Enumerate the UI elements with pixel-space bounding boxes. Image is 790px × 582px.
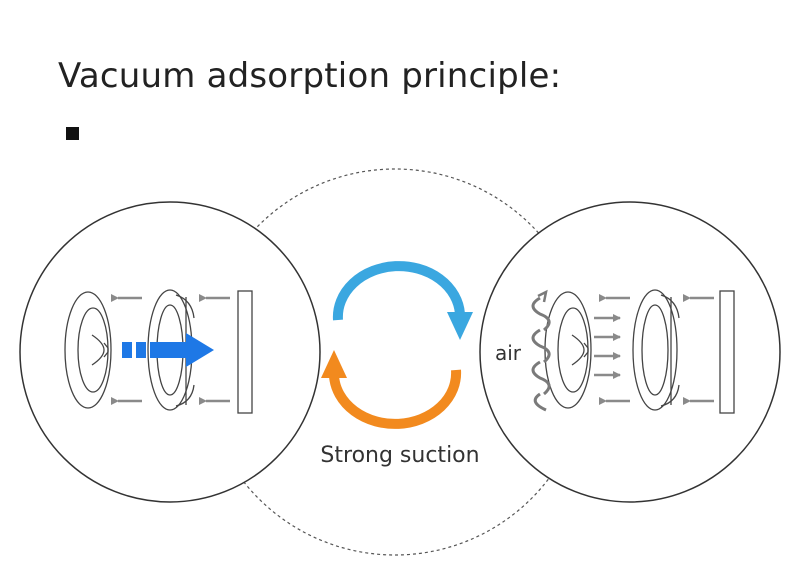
air-swirl-icon — [531, 289, 551, 412]
right-plate — [719, 290, 735, 414]
bullet-marker — [66, 127, 79, 140]
left-suction-cup-icon — [64, 291, 112, 409]
page-title: Vacuum adsorption principle: — [58, 56, 562, 96]
air-label: air — [495, 341, 522, 365]
right-ring-icon — [632, 289, 680, 411]
blue-push-arrow-icon — [122, 333, 214, 367]
cycle-label: Strong suction — [320, 443, 479, 468]
right-panel: air — [495, 289, 735, 414]
right-inner-arrows — [594, 314, 621, 379]
right-circle — [479, 201, 781, 503]
cycle-arrows — [321, 261, 473, 429]
left-gray-arrows — [111, 294, 230, 405]
left-plate — [237, 290, 253, 414]
cycle-bottom-arrow-icon — [329, 369, 462, 429]
cycle-top-arrow-icon — [332, 261, 465, 321]
left-panel — [64, 289, 253, 414]
right-gray-arrows — [599, 294, 714, 405]
